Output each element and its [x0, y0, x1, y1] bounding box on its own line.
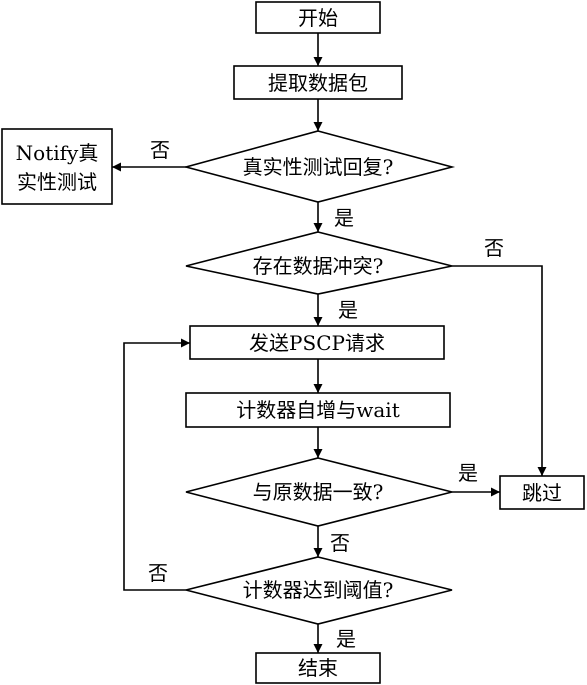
data-match-label: 与原数据一致?: [253, 480, 384, 504]
conflict-no-label: 否: [484, 236, 504, 260]
threshold-label: 计数器达到阈值?: [243, 578, 394, 602]
threshold-yes-label: 是: [336, 627, 356, 651]
auth-reply-label: 真实性测试回复?: [243, 155, 394, 179]
extract-packet-node: 提取数据包: [233, 65, 403, 100]
end-node: 结束: [255, 652, 381, 684]
threshold-no-label: 否: [148, 561, 168, 585]
start-label: 开始: [298, 6, 338, 30]
send-pscp-label: 发送PSCP请求: [249, 331, 385, 355]
data-conflict-label: 存在数据冲突?: [253, 254, 384, 278]
counter-wait-label: 计数器自增与wait: [236, 398, 399, 422]
threshold-decision: 计数器达到阈值?: [185, 556, 453, 625]
skip-label: 跳过: [522, 481, 562, 505]
conflict-yes-label: 是: [338, 298, 358, 322]
match-yes-label: 是: [458, 461, 478, 485]
notify-label-line2: 实性测试: [17, 170, 97, 194]
auth-reply-decision: 真实性测试回复?: [182, 130, 456, 203]
data-match-decision: 与原数据一致?: [185, 457, 453, 527]
start-node: 开始: [255, 1, 381, 34]
skip-node: 跳过: [499, 475, 585, 510]
send-pscp-node: 发送PSCP请求: [189, 325, 445, 360]
notify-label-line1: Notify真: [16, 141, 99, 165]
counter-wait-node: 计数器自增与wait: [185, 392, 451, 428]
data-conflict-decision: 存在数据冲突?: [185, 231, 453, 295]
edge-threshold-no-loop-to-send: [123, 338, 190, 591]
auth-yes-label: 是: [334, 206, 354, 230]
match-no-label: 否: [330, 531, 350, 555]
end-label: 结束: [298, 656, 338, 680]
auth-no-label: 否: [150, 138, 170, 162]
extract-packet-label: 提取数据包: [268, 71, 368, 95]
notify-auth-test-node: Notify真 实性测试: [1, 128, 113, 205]
edge-conflict-no-to-skip: [452, 265, 547, 476]
